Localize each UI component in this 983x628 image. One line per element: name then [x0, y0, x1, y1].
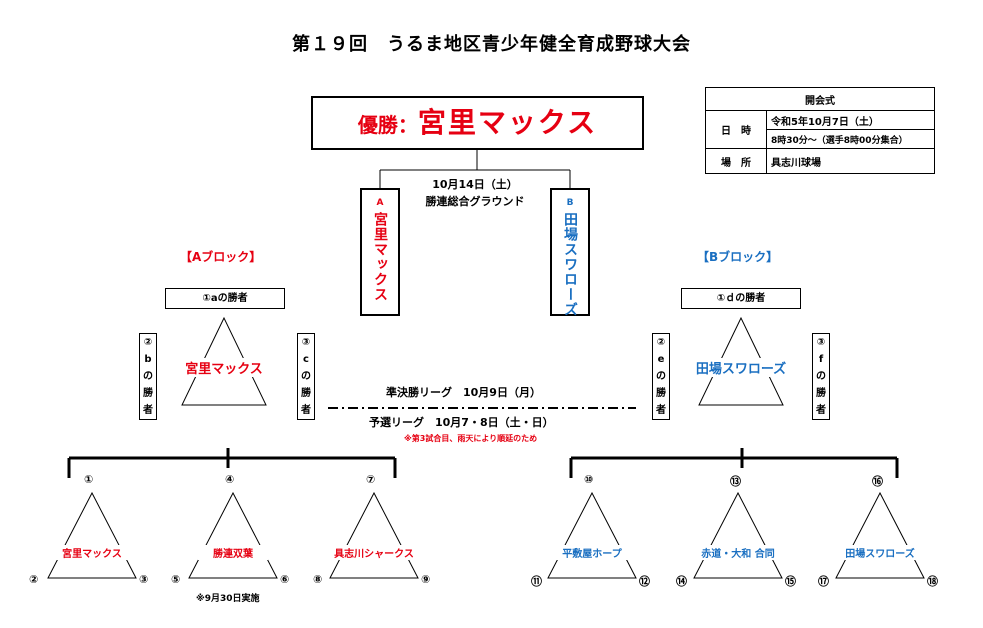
group-left-number: ⑪	[531, 575, 542, 588]
block-b-winner-box: ①ｄの勝者	[681, 288, 801, 309]
group-top-number: ⑯	[872, 475, 883, 488]
group-right-number: ⑨	[421, 573, 431, 586]
group-right-number: ③	[139, 573, 149, 586]
block-a-side-right: ③ c の 勝 者	[297, 333, 315, 420]
group-left-number: ⑰	[818, 575, 829, 588]
ceremony-where-label: 場 所	[705, 148, 767, 174]
group-team: 具志川シャークス	[326, 545, 422, 560]
side-text: の	[143, 371, 153, 382]
final-box-a: A 宮里マックス	[360, 188, 400, 316]
league-note: ※第3試合目、雨天により順延のため	[404, 434, 538, 443]
final-info: 10月14日（土） 勝連総合グラウンド	[400, 176, 550, 210]
group-top-number: ①	[84, 473, 94, 486]
group-right-number: ⑱	[927, 575, 938, 588]
side-text: e	[657, 354, 665, 365]
final-date: 10月14日（土）	[432, 178, 518, 191]
block-b-side-left: ② e の 勝 者	[652, 333, 670, 420]
ceremony-when-label: 日 時	[705, 110, 767, 149]
side-text: ③	[301, 337, 311, 348]
group-left-number: ②	[29, 573, 39, 586]
block-b-side-right: ③ f の 勝 者	[812, 333, 830, 420]
side-text: 者	[143, 405, 153, 416]
ceremony-header: 開会式	[705, 87, 935, 111]
group-top-number: ⑦	[366, 473, 376, 486]
block-a-side-left: ② b の 勝 者	[139, 333, 157, 420]
block-b-label: 【Bブロック】	[697, 250, 779, 264]
ceremony-table: 開会式 日 時 令和5年10月7日（土） 8時30分～（選手8時00分集合） 場…	[705, 87, 935, 174]
group-left-number: ⑧	[313, 573, 323, 586]
group-top-number: ⑩	[584, 473, 594, 486]
champion-team: 宮里マックス	[417, 106, 598, 139]
group-left-number: ⑤	[171, 573, 181, 586]
side-text: 者	[656, 405, 666, 416]
group-team: 田場スワローズ	[834, 545, 926, 560]
block-b-semi-winner: 田場スワローズ	[686, 358, 796, 377]
side-text: 者	[301, 405, 311, 416]
group-top-number: ⑬	[730, 475, 741, 488]
final-letter-b: B	[566, 198, 574, 208]
side-text: ②	[656, 337, 666, 348]
ceremony-place: 具志川球場	[766, 148, 935, 174]
group-right-number: ⑥	[280, 573, 290, 586]
group-top-number: ④	[225, 473, 235, 486]
block-a-winner-box: ①aの勝者	[165, 288, 285, 309]
side-text: の	[301, 371, 311, 382]
group-team: 宮里マックス	[47, 545, 137, 560]
final-venue: 勝連総合グラウンド	[425, 195, 525, 208]
side-text: c	[303, 354, 309, 365]
final-letter-a: A	[376, 198, 384, 208]
group-left-number: ⑭	[676, 575, 687, 588]
side-text: 勝	[656, 388, 666, 399]
side-text: b	[144, 354, 152, 365]
group-note: ※9月30日実施	[196, 594, 260, 604]
group-team: 赤道・大和 合同	[690, 545, 786, 560]
block-a-semi-winner: 宮里マックス	[178, 358, 270, 377]
ceremony-date: 令和5年10月7日（土）	[766, 110, 935, 130]
group-right-number: ⑫	[639, 575, 650, 588]
semi-league-text: 準決勝リーグ 10月9日（月）	[386, 386, 541, 399]
group-team: 平敷屋ホープ	[548, 545, 636, 560]
side-text: 勝	[143, 388, 153, 399]
ceremony-time: 8時30分～（選手8時00分集合）	[766, 129, 935, 149]
final-team-a: 宮里マックス	[372, 212, 388, 302]
side-text: 勝	[816, 388, 826, 399]
side-text: ②	[143, 337, 153, 348]
side-text: 者	[816, 405, 826, 416]
group-right-number: ⑮	[785, 575, 796, 588]
block-a-label: 【Aブロック】	[180, 250, 262, 264]
side-text: f	[818, 354, 824, 365]
page-title: 第１９回 うるま地区青少年健全育成野球大会	[292, 34, 691, 55]
side-text: の	[656, 371, 666, 382]
prelim-league-text: 予選リーグ 10月7・8日（土・日）	[369, 416, 554, 429]
side-text: 勝	[301, 388, 311, 399]
final-team-b: 田場スワローズ	[562, 212, 578, 317]
side-text: の	[816, 371, 826, 382]
champion-label: 優勝：	[357, 113, 418, 137]
side-text: ③	[816, 337, 826, 348]
final-box-b: B 田場スワローズ	[550, 188, 590, 317]
group-team: 勝連双葉	[198, 545, 268, 560]
champion-box: 優勝：宮里マックス	[311, 96, 644, 150]
